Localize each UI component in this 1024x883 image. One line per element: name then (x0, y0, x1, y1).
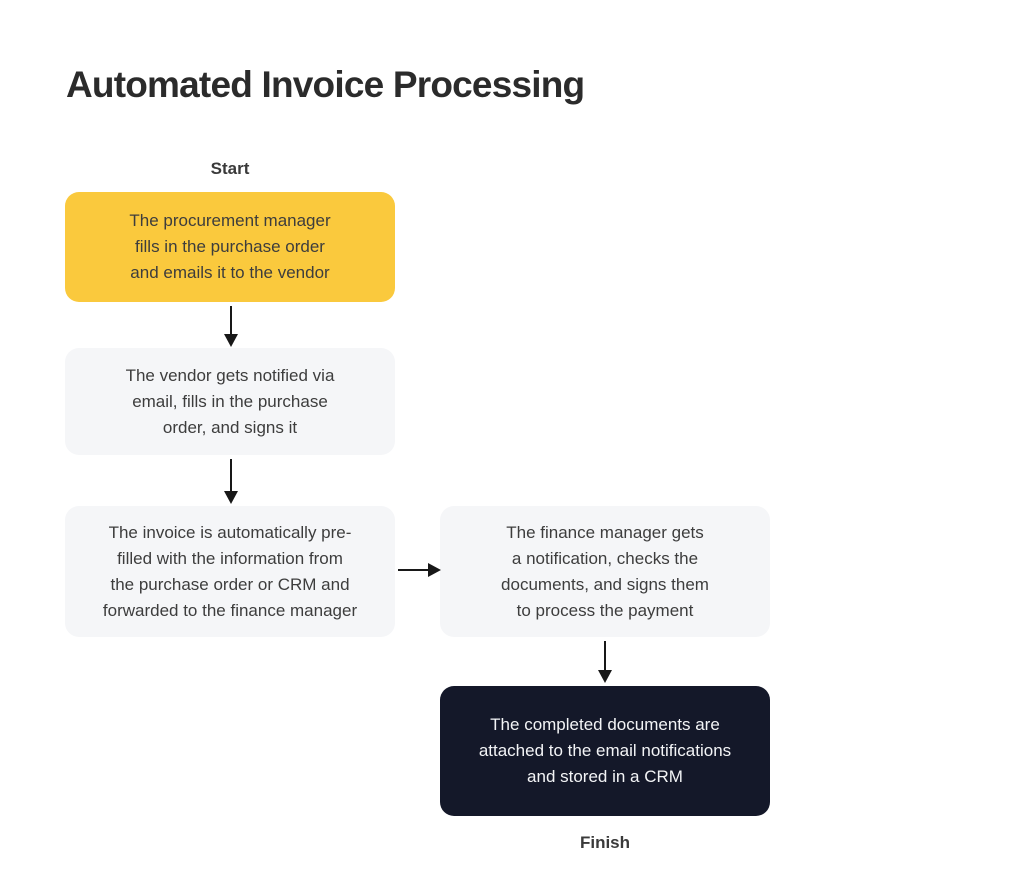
arrow-invoice-to-finance (398, 563, 441, 577)
arrow-start-to-vendor (224, 306, 238, 347)
flow-node-vendor-notified: The vendor gets notified via email, fill… (65, 348, 395, 455)
arrow-finance-to-finish (598, 641, 612, 683)
finish-label: Finish (579, 833, 631, 852)
flow-node-procurement-manager: The procurement manager fills in the pur… (65, 192, 395, 302)
diagram-title: Automated Invoice Processing (66, 64, 585, 105)
flow-node-finance-manager: The finance manager gets a notification,… (440, 506, 770, 637)
start-label: Start (210, 159, 250, 178)
flow-node-invoice-prefilled: The invoice is automatically pre- filled… (65, 506, 395, 637)
arrow-vendor-to-invoice (224, 459, 238, 504)
flow-node-documents-stored: The completed documents are attached to … (440, 686, 770, 816)
